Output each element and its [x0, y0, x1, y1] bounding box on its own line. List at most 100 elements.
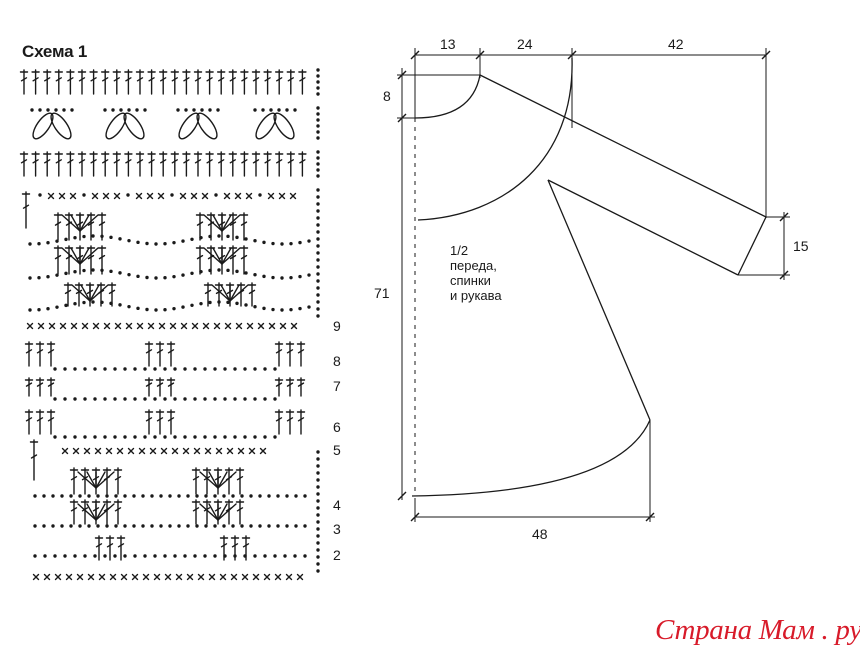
chain-stitch-symbol — [141, 524, 145, 528]
single-crochet-symbol — [246, 322, 254, 330]
single-crochet-symbol — [285, 573, 293, 581]
chain-stitch-symbol — [316, 230, 320, 234]
chain-stitch-symbol — [93, 367, 97, 371]
chain-stitch-symbol — [141, 494, 145, 498]
chain-stitch-symbol — [316, 520, 320, 524]
chain-stitch-symbol — [118, 303, 122, 307]
double-crochet-symbol — [167, 349, 175, 354]
single-crochet-symbol — [32, 573, 40, 581]
single-crochet-symbol — [193, 447, 201, 455]
double-crochet-symbol — [78, 77, 86, 82]
double-crochet-symbol — [192, 507, 200, 512]
dim-top-left: 13 — [440, 36, 456, 52]
chain-stitch-symbol — [168, 494, 172, 498]
chain-stitch-symbol — [153, 397, 157, 401]
chain-stitch-symbol — [213, 494, 217, 498]
chain-stitch-symbol — [190, 237, 194, 242]
double-crochet-symbol — [287, 159, 294, 164]
stitch-cluster-symbol — [221, 247, 232, 265]
double-crochet-symbol — [275, 417, 283, 422]
chain-stitch-symbol — [159, 524, 163, 528]
chain-stitch-symbol — [235, 235, 239, 240]
double-crochet-symbol — [145, 417, 153, 422]
chain-stitch-symbol — [192, 108, 196, 112]
chain-stitch-symbol — [233, 554, 237, 558]
sleeve-underarm — [547, 179, 739, 276]
chain-stitch-symbol — [186, 524, 190, 528]
chain-stitch-symbol — [316, 188, 320, 192]
chain-stitch-symbol — [69, 494, 73, 498]
chain-stitch-symbol — [217, 300, 221, 304]
chain-stitch-symbol — [316, 478, 320, 482]
stitch-cluster-symbol — [217, 471, 228, 489]
chain-stitch-symbol — [208, 300, 212, 305]
chain-stitch-symbol — [289, 307, 293, 312]
chain-stitch-symbol — [280, 242, 284, 246]
chain-stitch-symbol — [127, 108, 131, 112]
row-number-8: 8 — [333, 353, 341, 369]
single-crochet-symbol — [215, 447, 223, 455]
chain-stitch-symbol — [87, 494, 91, 498]
chain-stitch-symbol — [233, 397, 237, 401]
chain-stitch-symbol — [91, 300, 95, 304]
chain-stitch-symbol — [316, 279, 320, 283]
chain-stitch-symbol — [163, 275, 167, 280]
chain-stitch-symbol — [78, 494, 82, 498]
chain-stitch-symbol — [316, 209, 320, 213]
chain-stitch-symbol — [54, 108, 58, 112]
double-crochet-symbol — [171, 159, 179, 164]
chain-stitch-symbol — [132, 494, 136, 498]
double-crochet-symbol — [206, 159, 213, 164]
chain-stitch-symbol — [223, 435, 227, 439]
chain-stitch-symbol — [118, 237, 122, 241]
single-crochet-symbol — [224, 322, 232, 330]
chain-stitch-symbol — [285, 524, 289, 528]
chain-stitch-symbol — [262, 274, 266, 279]
chain-stitch-symbol — [316, 106, 320, 110]
single-crochet-symbol — [105, 447, 113, 455]
single-crochet-symbol — [54, 573, 62, 581]
stitch-cluster-symbol — [212, 247, 223, 265]
double-crochet-symbol — [44, 159, 51, 164]
chain-stitch-symbol — [127, 272, 131, 277]
chain-stitch-symbol — [55, 273, 59, 277]
single-crochet-symbol — [226, 447, 234, 455]
single-crochet-symbol — [186, 573, 194, 581]
single-crochet-symbol — [160, 447, 168, 455]
chain-stitch-symbol — [195, 524, 199, 528]
chain-stitch-symbol — [186, 494, 190, 498]
chain-stitch-symbol — [181, 305, 185, 309]
double-crochet-symbol — [90, 77, 97, 82]
chain-stitch-symbol — [30, 108, 34, 112]
chain-stitch-symbol — [213, 367, 217, 371]
chain-stitch-symbol — [307, 273, 311, 277]
chain-stitch-symbol — [253, 435, 257, 439]
chain-stitch-symbol — [176, 108, 180, 112]
chain-stitch-symbol — [83, 397, 87, 401]
chain-stitch-symbol — [109, 269, 113, 274]
single-crochet-symbol — [248, 447, 256, 455]
chain-stitch-symbol — [253, 239, 257, 243]
single-crochet-symbol — [127, 447, 135, 455]
single-crochet-symbol — [149, 447, 157, 455]
chain-stitch-symbol — [114, 524, 118, 528]
chain-stitch-symbol — [123, 397, 127, 401]
double-crochet-symbol — [196, 254, 204, 260]
chain-stitch-symbol — [307, 239, 311, 243]
chain-stitch-symbol — [226, 234, 230, 239]
chain-stitch-symbol — [113, 397, 117, 401]
chain-stitch-symbol — [83, 554, 87, 558]
double-crochet-symbol — [229, 254, 237, 260]
chain-stitch-symbol — [154, 308, 158, 312]
single-crochet-symbol — [278, 192, 286, 200]
stitch-cluster-symbol — [80, 284, 91, 302]
chain-stitch-symbol — [193, 554, 197, 558]
chain-stitch-symbol — [280, 276, 284, 280]
chain-stitch-symbol — [64, 271, 68, 276]
double-crochet-symbol — [171, 77, 179, 82]
chain-stitch-symbol — [136, 306, 140, 311]
double-crochet-symbol — [30, 454, 38, 459]
double-crochet-symbol — [44, 77, 51, 82]
sleeve-top-edge — [479, 74, 767, 218]
chain-stitch-symbol — [316, 118, 320, 122]
